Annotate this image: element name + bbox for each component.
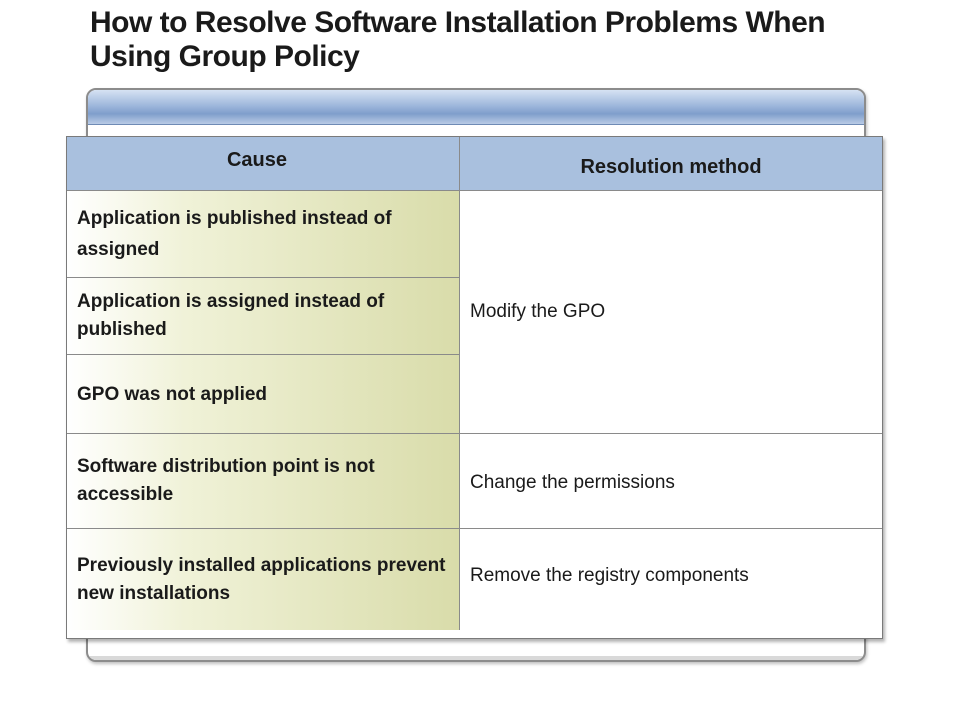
cause-cell: Software distribution point is not acces… [67, 434, 460, 529]
cause-text: Previously installed applications preven… [77, 554, 446, 604]
header-resolution: Resolution method [460, 137, 882, 191]
slide-title: How to Resolve Software Installation Pro… [90, 6, 826, 73]
resolution-text: Remove the registry components [470, 564, 749, 586]
cause-text: Application is published instead of assi… [77, 208, 392, 260]
cause-cell: Application is assigned instead of publi… [67, 278, 460, 355]
header-cause: Cause [67, 137, 460, 191]
header-resolution-label: Resolution method [580, 156, 762, 178]
resolution-text: Modify the GPO [470, 301, 606, 322]
resolution-text: Change the permissions [470, 472, 675, 493]
cause-cell: GPO was not applied [67, 355, 460, 434]
cause-text: Application is assigned instead of publi… [77, 291, 385, 340]
resolution-cell: Modify the GPO [460, 191, 882, 434]
cause-text: GPO was not applied [77, 383, 268, 405]
cause-cell: Previously installed applications preven… [67, 529, 460, 630]
resolution-cell: Remove the registry components [460, 529, 882, 630]
frame-header-bar [88, 90, 864, 125]
resolution-cell: Change the permissions [460, 434, 882, 529]
resolution-table: Cause Resolution method Application is p… [66, 136, 883, 639]
frame-footer-bar [88, 656, 864, 660]
cause-cell: Application is published instead of assi… [67, 191, 460, 278]
header-cause-label: Cause [226, 149, 288, 171]
cause-text: Software distribution point is not acces… [77, 456, 375, 505]
